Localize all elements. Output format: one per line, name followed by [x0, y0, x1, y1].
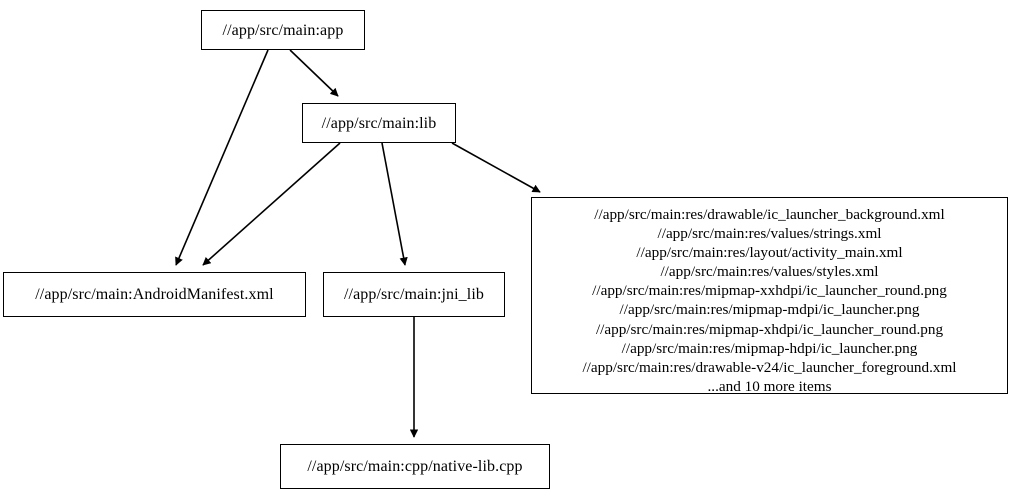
resource-line: //app/src/main:res/values/styles.xml [660, 263, 879, 281]
node-jni-lib-label: //app/src/main:jni_lib [344, 286, 484, 303]
resource-line: //app/src/main:res/mipmap-hdpi/ic_launch… [621, 339, 918, 357]
edge-lib-to-jni-lib [381, 142, 408, 266]
resource-line: //app/src/main:res/drawable/ic_launcher_… [594, 206, 945, 223]
node-android-manifest[interactable]: //app/src/main:AndroidManifest.xml [3, 272, 306, 317]
edge-lib-to-resources [451, 142, 541, 193]
edge-lib-to-manifest [202, 142, 341, 266]
node-app[interactable]: //app/src/main:app [201, 10, 365, 50]
resource-line: //app/src/main:res/mipmap-xhdpi/ic_launc… [595, 320, 944, 338]
edge-app-to-lib [289, 49, 339, 97]
node-lib-label: //app/src/main:lib [321, 114, 437, 132]
resource-line: //app/src/main:res/layout/activity_main.… [636, 244, 903, 262]
node-resources[interactable]: //app/src/main:res/drawable/ic_launcher_… [531, 197, 1008, 396]
node-native-lib[interactable]: //app/src/main:cpp/native-lib.cpp [280, 444, 550, 489]
resource-line: //app/src/main:res/mipmap-mdpi/ic_launch… [619, 301, 920, 319]
node-app-label: //app/src/main:app [222, 21, 344, 39]
node-android-manifest-label: //app/src/main:AndroidManifest.xml [35, 286, 274, 303]
node-resources-lines: //app/src/main:res/drawable/ic_launcher_… [542, 205, 997, 396]
node-native-lib-label: //app/src/main:cpp/native-lib.cpp [307, 458, 523, 475]
node-jni-lib[interactable]: //app/src/main:jni_lib [323, 272, 505, 317]
resource-overflow-label: ...and 10 more items [707, 377, 832, 395]
resource-line: //app/src/main:res/mipmap-xxhdpi/ic_laun… [592, 282, 947, 300]
edge-app-to-manifest [175, 49, 269, 266]
resource-line: //app/src/main:res/drawable-v24/ic_launc… [582, 358, 957, 376]
node-lib[interactable]: //app/src/main:lib [302, 103, 456, 143]
resource-line: //app/src/main:res/values/strings.xml [657, 225, 882, 243]
